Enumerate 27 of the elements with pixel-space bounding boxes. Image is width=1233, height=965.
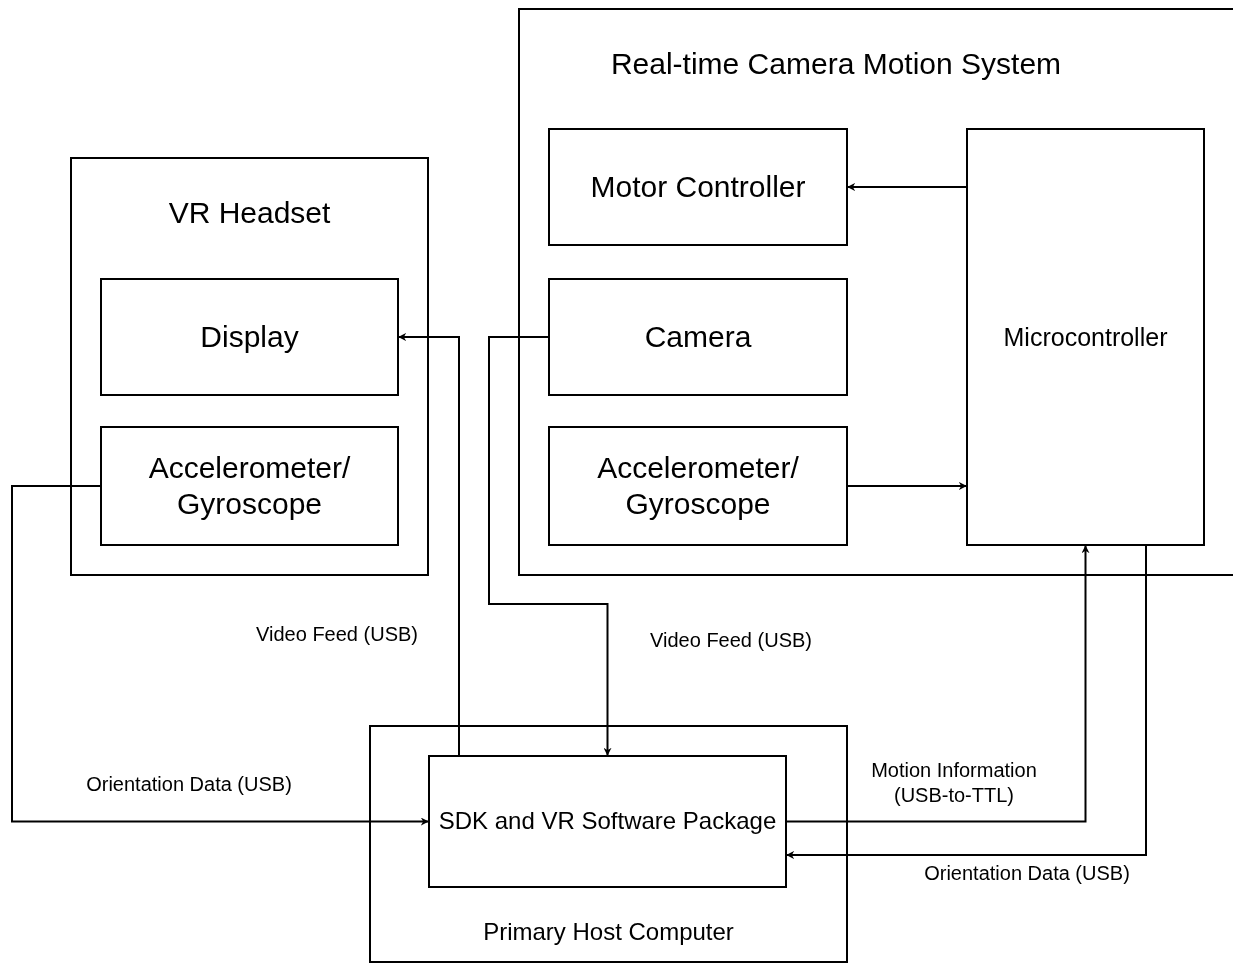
node-label: Microcontroller <box>1003 322 1168 352</box>
node-label: Display <box>200 319 299 355</box>
connector-arrow <box>11 485 429 826</box>
node-label: Primary Host Computer <box>483 918 734 947</box>
component-box <box>100 426 399 546</box>
connector-arrow <box>847 482 967 490</box>
node-label: Camera <box>644 319 752 355</box>
component-box <box>548 128 848 246</box>
connector-arrow <box>847 183 967 191</box>
node-label: VR Headset <box>168 195 331 231</box>
node-label: Real-time Camera Motion System <box>610 46 1062 82</box>
group-frame <box>518 8 1233 576</box>
node-label: SDK and VR Software Package <box>438 807 777 836</box>
component-box <box>428 755 787 888</box>
connector-arrow <box>786 545 1147 859</box>
connector-arrow <box>786 545 1090 823</box>
group-frame <box>70 157 429 576</box>
node-label: Accelerometer/ Gyroscope <box>147 450 352 522</box>
component-box <box>548 426 848 546</box>
connector-arrow <box>398 333 460 756</box>
group-frame <box>369 725 848 963</box>
node-label: Motor Controller <box>590 169 806 205</box>
node-label: Accelerometer/ Gyroscope <box>596 450 800 522</box>
connector-arrow <box>488 336 612 756</box>
component-box <box>548 278 848 396</box>
component-box <box>966 128 1205 546</box>
component-box <box>100 278 399 396</box>
